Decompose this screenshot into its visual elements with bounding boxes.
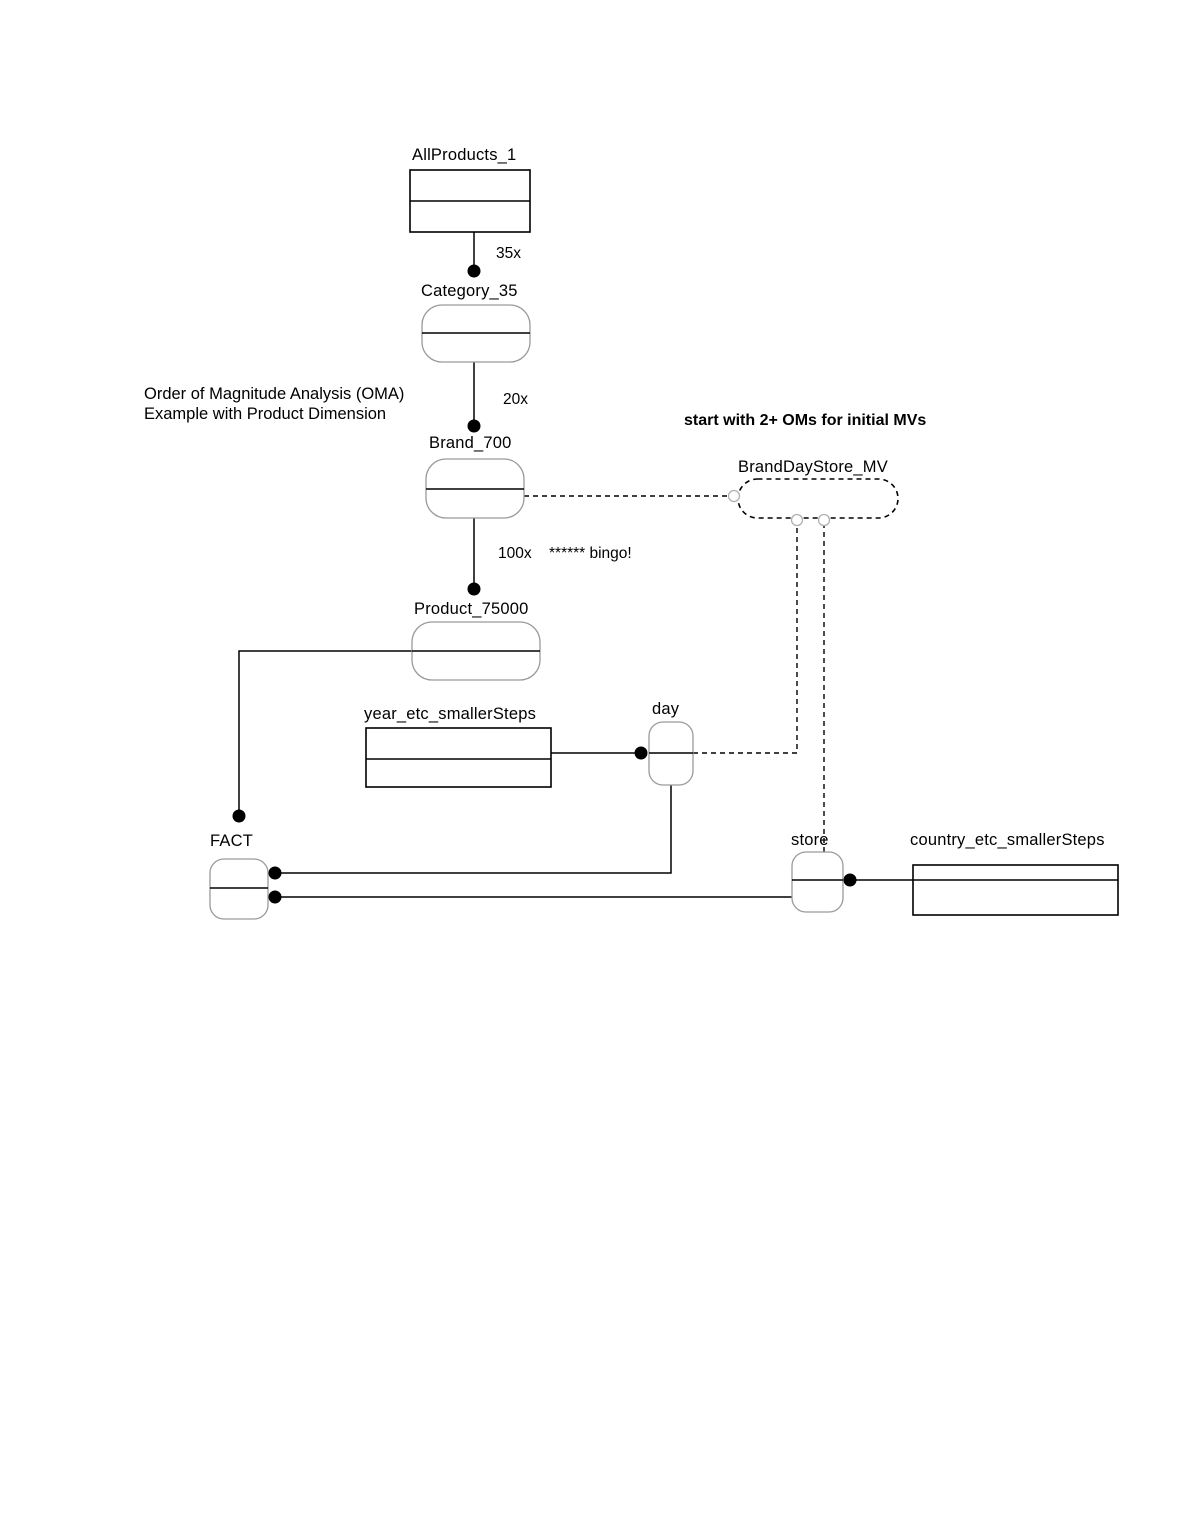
node-brand-label: Brand_700 [429,434,512,452]
connector-dot-store-right [843,873,857,887]
edge-day-mv [693,518,798,754]
node-year-etc-box[interactable] [365,727,552,788]
note-oma-line1: Order of Magnitude Analysis (OMA) [144,385,404,403]
edge-label-20x: 20x [503,391,528,408]
node-branddaystore-mv[interactable]: BrandDayStore_MV [737,458,899,519]
node-fact-label: FACT [210,832,253,850]
node-store-box[interactable] [791,851,844,913]
connector-dot-fact-right-upper [268,866,282,880]
note-oma-line2: Example with Product Dimension [144,405,386,423]
node-store[interactable]: store [791,831,844,913]
node-product-label: Product_75000 [414,600,529,618]
connector-port-mv-left [727,489,741,503]
node-allproducts[interactable]: AllProducts_1 [409,146,531,233]
node-allproducts-label: AllProducts_1 [412,146,516,164]
edge-product-fact [238,650,412,814]
node-country-etc[interactable]: country_etc_smallerSteps [910,831,1119,916]
connector-dot-brand-top [467,419,481,433]
note-callout-initial-mvs: start with 2+ OMs for initial MVs [684,412,926,429]
node-fact-box[interactable] [209,858,269,920]
edge-label-100x: 100x [498,545,532,562]
edge-label-35x: 35x [496,245,521,262]
connector-port-mv-bottom-day [790,513,804,527]
node-country-etc-label: country_etc_smallerSteps [910,831,1105,849]
node-branddaystore-mv-label: BrandDayStore_MV [738,458,888,476]
connector-port-mv-bottom-store [817,513,831,527]
node-brand[interactable]: Brand_700 [425,434,525,519]
node-country-etc-box[interactable] [912,864,1119,916]
node-category-label: Category_35 [421,282,518,300]
node-category[interactable]: Category_35 [421,282,531,363]
node-branddaystore-mv-box[interactable] [737,478,899,519]
node-store-label: store [791,831,829,849]
edge-day-fact [272,785,672,874]
node-day-label: day [652,700,680,718]
connector-dot-fact-right-lower [268,890,282,904]
node-year-etc[interactable]: year_etc_smallerSteps [364,705,552,788]
connector-dot-product-top [467,582,481,596]
node-day[interactable]: day [648,700,694,786]
connector-dot-fact-top [232,809,246,823]
connector-dot-category-top [467,264,481,278]
node-product[interactable]: Product_75000 [411,600,541,681]
node-year-etc-label: year_etc_smallerSteps [364,705,536,723]
note-bingo: ****** bingo! [549,545,632,562]
connector-dot-day-left [634,746,648,760]
node-fact[interactable]: FACT [209,832,269,920]
